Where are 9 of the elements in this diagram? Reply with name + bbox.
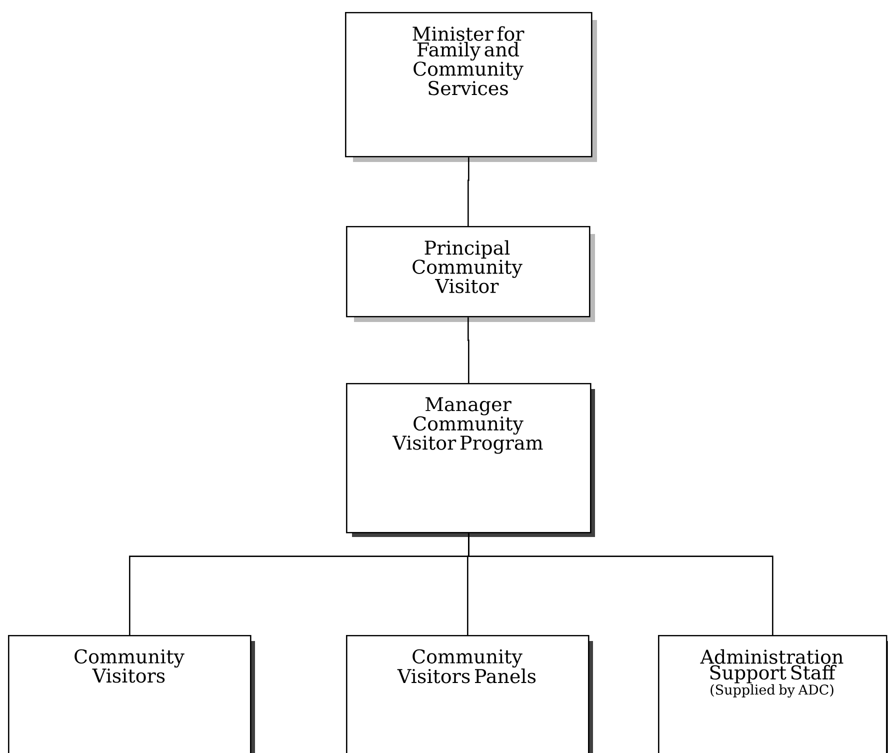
- org-box: Community Visitors: [8, 635, 255, 753]
- org-box: Manager Community Visitor Program: [346, 383, 595, 537]
- connector-line: [468, 157, 470, 226]
- org-box: Community Visitors Panels: [346, 635, 593, 753]
- org-box: Minister for Family and Community Services: [345, 12, 597, 162]
- connector-line: [468, 317, 470, 383]
- org-box: Principal Community Visitor: [346, 226, 595, 322]
- org-box: Administration Support Staff (Supplied by ADC): [658, 635, 888, 753]
- connector-line: [468, 533, 774, 635]
